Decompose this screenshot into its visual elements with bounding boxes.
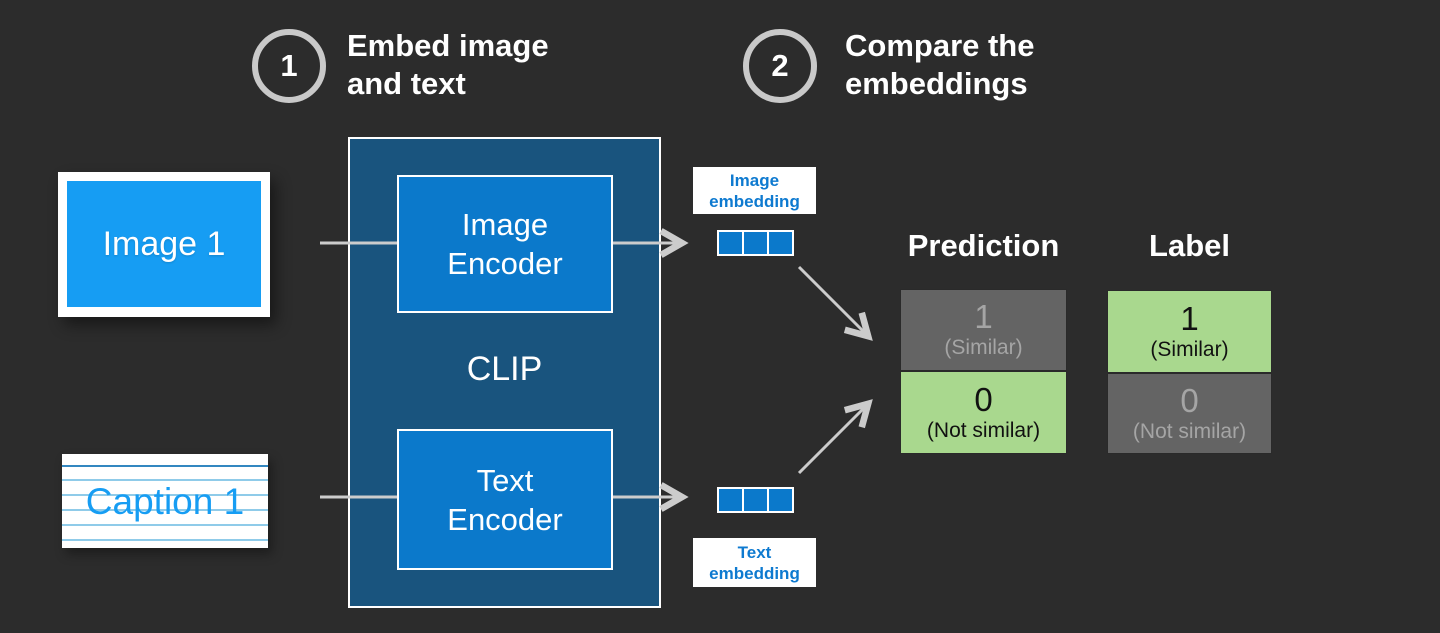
prediction-similar-caption: (Similar) — [944, 336, 1023, 359]
label-similar-value: 1 — [1180, 299, 1199, 337]
prediction-header: Prediction — [907, 228, 1060, 263]
prediction-not-similar-box: 0 (Not similar) — [900, 371, 1067, 454]
image-embedding-label: Image embedding — [693, 167, 816, 214]
text-embedding-vector — [717, 487, 794, 513]
step-1-number: 1 — [280, 48, 298, 83]
embedding-cell — [769, 232, 792, 254]
embedding-cell — [719, 489, 742, 511]
step-2-label: Compare the embeddings — [845, 28, 1035, 101]
label-similar-box: 1 (Similar) — [1107, 290, 1272, 373]
prediction-similar-value: 1 — [974, 298, 993, 335]
label-similar-caption: (Similar) — [1150, 337, 1229, 361]
embedding-cell — [744, 232, 767, 254]
prediction-not-similar-value: 0 — [974, 380, 993, 418]
label-not-similar-box: 0 (Not similar) — [1107, 373, 1272, 454]
text-embedding-label: Text embedding — [693, 538, 816, 587]
image-embedding-to-compare-arrow — [797, 265, 873, 341]
image-thumbnail: Image 1 — [67, 181, 261, 307]
step-2-number: 2 — [771, 48, 789, 83]
prediction-similar-box: 1 (Similar) — [900, 289, 1067, 371]
image-card-label: Image 1 — [102, 224, 226, 263]
ruled-paper-lines — [62, 466, 268, 548]
caption-card-label: Caption 1 — [85, 481, 245, 522]
embedding-cell — [769, 489, 792, 511]
caption-input-card: Caption 1 — [62, 454, 268, 548]
image-input-card: Image 1 — [58, 172, 270, 317]
embedding-cell — [744, 489, 767, 511]
step-1-badge: 1 — [252, 29, 326, 103]
text-embedding-to-compare-arrow — [797, 399, 873, 475]
label-not-similar-value: 0 — [1180, 381, 1199, 419]
label-not-similar-caption: (Not similar) — [1132, 419, 1247, 443]
label-header: Label — [1149, 228, 1230, 263]
step-1-label: Embed image and text — [347, 28, 549, 101]
embedding-cell — [719, 232, 742, 254]
text-encoder-box: Text Encoder — [397, 429, 613, 570]
image-embedding-vector — [717, 230, 794, 256]
clip-title: CLIP — [466, 350, 543, 388]
image-encoder-box: Image Encoder — [397, 175, 613, 313]
prediction-not-similar-caption: (Not similar) — [926, 418, 1041, 442]
step-2-badge: 2 — [743, 29, 817, 103]
